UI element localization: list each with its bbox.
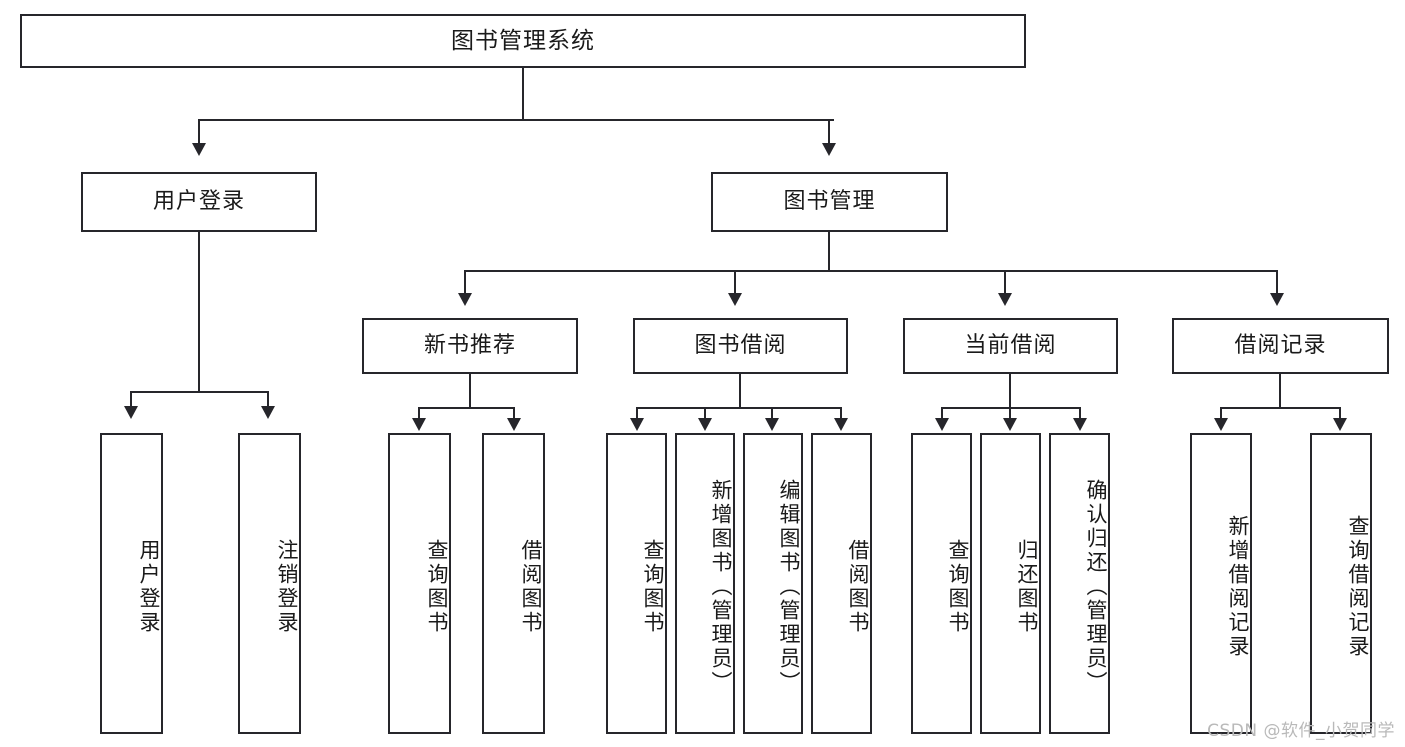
node-borrow-record[interactable]: 借阅记录 — [1172, 318, 1389, 374]
arrowhead-current-borrow-leaf-3 — [1073, 418, 1087, 431]
connector-user-login-drop-1 — [130, 391, 132, 407]
connector-user-login-drop-2 — [267, 391, 269, 407]
connector-new-book-drop-2 — [513, 407, 515, 419]
connector-level3-drop-4 — [1276, 270, 1278, 294]
leaf-confirm-return-admin[interactable]: 确认归还（管理员） — [1049, 433, 1110, 734]
leaf-query-book-borrow[interactable]: 查询图书 — [606, 433, 667, 734]
connector-level3-bus — [464, 270, 1278, 272]
connector-root-stem — [522, 68, 524, 120]
leaf-user-login[interactable]: 用户登录 — [100, 433, 163, 734]
node-book-management[interactable]: 图书管理 — [711, 172, 948, 232]
connector-level3-drop-2 — [734, 270, 736, 294]
connector-new-book-bus — [418, 407, 515, 409]
connector-current-borrow-drop-2 — [1009, 407, 1011, 419]
arrowhead-to-borrow-record — [1270, 293, 1284, 306]
connector-user-login-bus — [130, 391, 268, 393]
arrowhead-borrow-record-leaf-2 — [1333, 418, 1347, 431]
connector-current-borrow-drop-3 — [1079, 407, 1081, 419]
node-user-login[interactable]: 用户登录 — [81, 172, 317, 232]
arrowhead-to-new-book-recommend — [458, 293, 472, 306]
connector-book-borrow-stem — [739, 374, 741, 408]
arrowhead-book-borrow-leaf-3 — [765, 418, 779, 431]
connector-root-bus — [198, 119, 834, 121]
arrowhead-book-borrow-leaf-2 — [698, 418, 712, 431]
connector-borrow-record-drop-1 — [1220, 407, 1222, 419]
connector-current-borrow-stem — [1009, 374, 1011, 408]
leaf-logout[interactable]: 注销登录 — [238, 433, 301, 734]
connector-new-book-stem — [469, 374, 471, 408]
arrowhead-to-leaf-user-login — [124, 406, 138, 419]
leaf-borrow-book[interactable]: 借阅图书 — [811, 433, 872, 734]
connector-level3-drop-1 — [464, 270, 466, 294]
arrowhead-new-book-leaf-1 — [412, 418, 426, 431]
watermark-text: CSDN @软件_小贺同学 — [1207, 721, 1395, 741]
connector-book-borrow-drop-2 — [704, 407, 706, 419]
connector-book-borrow-drop-3 — [771, 407, 773, 419]
connector-book-borrow-bus — [636, 407, 842, 409]
node-current-borrow[interactable]: 当前借阅 — [903, 318, 1118, 374]
leaf-query-book-recommend[interactable]: 查询图书 — [388, 433, 451, 734]
node-book-borrow[interactable]: 图书借阅 — [633, 318, 848, 374]
arrowhead-current-borrow-leaf-2 — [1003, 418, 1017, 431]
connector-new-book-drop-1 — [418, 407, 420, 419]
connector-borrow-record-drop-2 — [1339, 407, 1341, 419]
node-root-library-system[interactable]: 图书管理系统 — [20, 14, 1026, 68]
leaf-query-book-current[interactable]: 查询图书 — [911, 433, 972, 734]
arrowhead-current-borrow-leaf-1 — [935, 418, 949, 431]
connector-root-drop-left — [198, 119, 200, 144]
node-new-book-recommend[interactable]: 新书推荐 — [362, 318, 578, 374]
arrowhead-to-current-borrow — [998, 293, 1012, 306]
connector-book-borrow-drop-1 — [636, 407, 638, 419]
arrowhead-book-borrow-leaf-1 — [630, 418, 644, 431]
arrowhead-book-borrow-leaf-4 — [834, 418, 848, 431]
connector-current-borrow-bus — [941, 407, 1081, 409]
connector-book-borrow-drop-4 — [840, 407, 842, 419]
arrowhead-to-book-management — [822, 143, 836, 156]
leaf-edit-book-admin[interactable]: 编辑图书（管理员） — [743, 433, 803, 734]
arrowhead-new-book-leaf-2 — [507, 418, 521, 431]
arrowhead-to-user-login — [192, 143, 206, 156]
leaf-return-book[interactable]: 归还图书 — [980, 433, 1041, 734]
leaf-add-borrow-record[interactable]: 新增借阅记录 — [1190, 433, 1252, 734]
connector-book-management-stem — [828, 232, 830, 271]
connector-borrow-record-bus — [1220, 407, 1341, 409]
arrowhead-to-book-borrow — [728, 293, 742, 306]
arrowhead-borrow-record-leaf-1 — [1214, 418, 1228, 431]
connector-root-drop-right — [828, 119, 830, 144]
leaf-add-book-admin[interactable]: 新增图书（管理员） — [675, 433, 735, 734]
arrowhead-to-leaf-logout — [261, 406, 275, 419]
connector-level3-drop-3 — [1004, 270, 1006, 294]
leaf-borrow-book-recommend[interactable]: 借阅图书 — [482, 433, 545, 734]
connector-user-login-stem — [198, 232, 200, 392]
connector-current-borrow-drop-1 — [941, 407, 943, 419]
connector-borrow-record-stem — [1279, 374, 1281, 408]
leaf-query-borrow-record[interactable]: 查询借阅记录 — [1310, 433, 1372, 734]
